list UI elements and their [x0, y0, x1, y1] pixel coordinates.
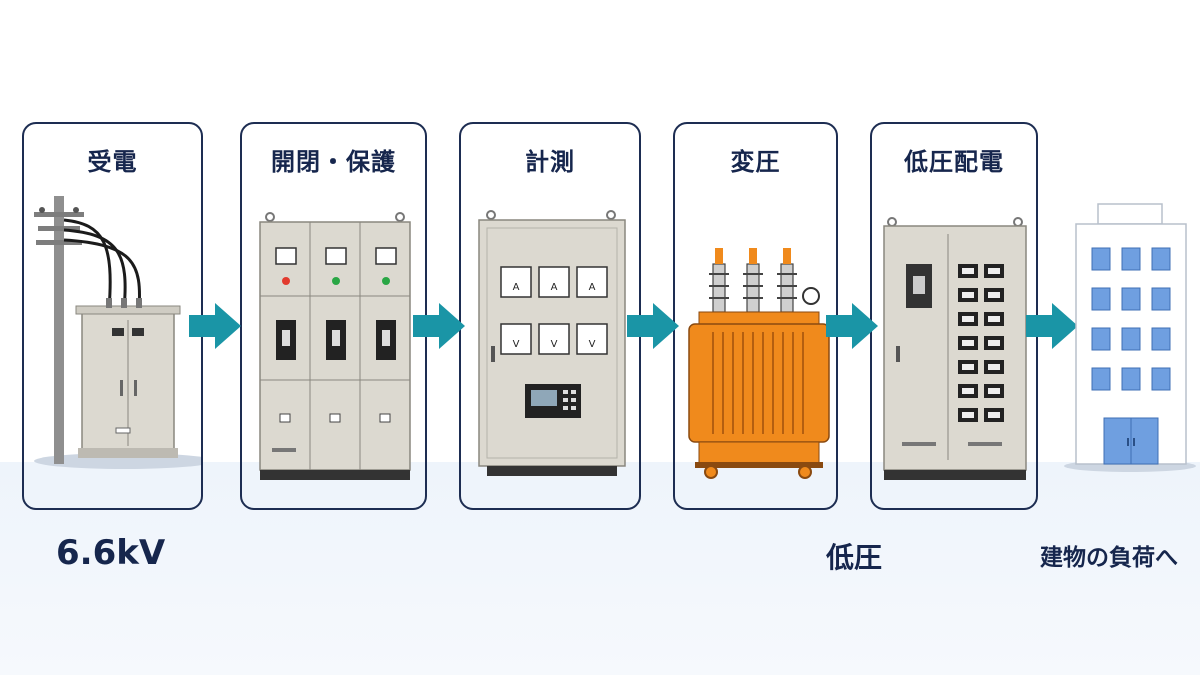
distribution-panel-illustration — [883, 217, 1027, 480]
stage-switching-protection: 開閉・保護 — [240, 122, 427, 510]
ammeter-label: A — [589, 282, 596, 293]
stage-title-distribution: 低圧配電 — [904, 148, 1004, 176]
utility-pole-icon — [54, 196, 64, 464]
building-icon — [1064, 203, 1196, 472]
stage-low-voltage-distribution: 低圧配電 — [870, 122, 1038, 510]
flow-arrow-icon — [413, 303, 465, 349]
transformer-illustration — [688, 248, 830, 479]
building-load-label: 建物の負荷へ — [1040, 545, 1178, 571]
voltmeter-label: V — [551, 339, 558, 350]
flow-arrow-icon — [826, 303, 878, 349]
voltmeter-label: V — [513, 339, 520, 350]
stage-transformation: 変圧 — [673, 122, 838, 510]
switchgear-illustration — [259, 212, 411, 480]
stage-receiving: 受電 — [22, 122, 203, 510]
flow-arrow-icon — [1026, 303, 1078, 349]
stage-measurement: 計測 A A A V V V — [459, 122, 641, 510]
stage-title-measurement: 計測 — [525, 148, 575, 176]
flow-arrow-icon — [189, 303, 241, 349]
transformer-icon — [688, 323, 830, 443]
ammeter-label: A — [551, 282, 558, 293]
flow-arrow-icon — [627, 303, 679, 349]
stage-title-transformation: 変圧 — [730, 148, 781, 176]
stage-title-receiving: 受電 — [87, 148, 138, 176]
low-voltage-label: 低圧 — [826, 541, 883, 574]
metering-panel-illustration: A A A V V V — [478, 210, 626, 476]
distribution-panel-icon — [883, 225, 1027, 471]
ammeter-label: A — [513, 282, 520, 293]
input-voltage-label: 6.6kV — [56, 533, 166, 573]
receiving-illustration — [34, 196, 201, 469]
stage-title-switching: 開閉・保護 — [271, 148, 396, 176]
voltmeter-label: V — [589, 339, 596, 350]
